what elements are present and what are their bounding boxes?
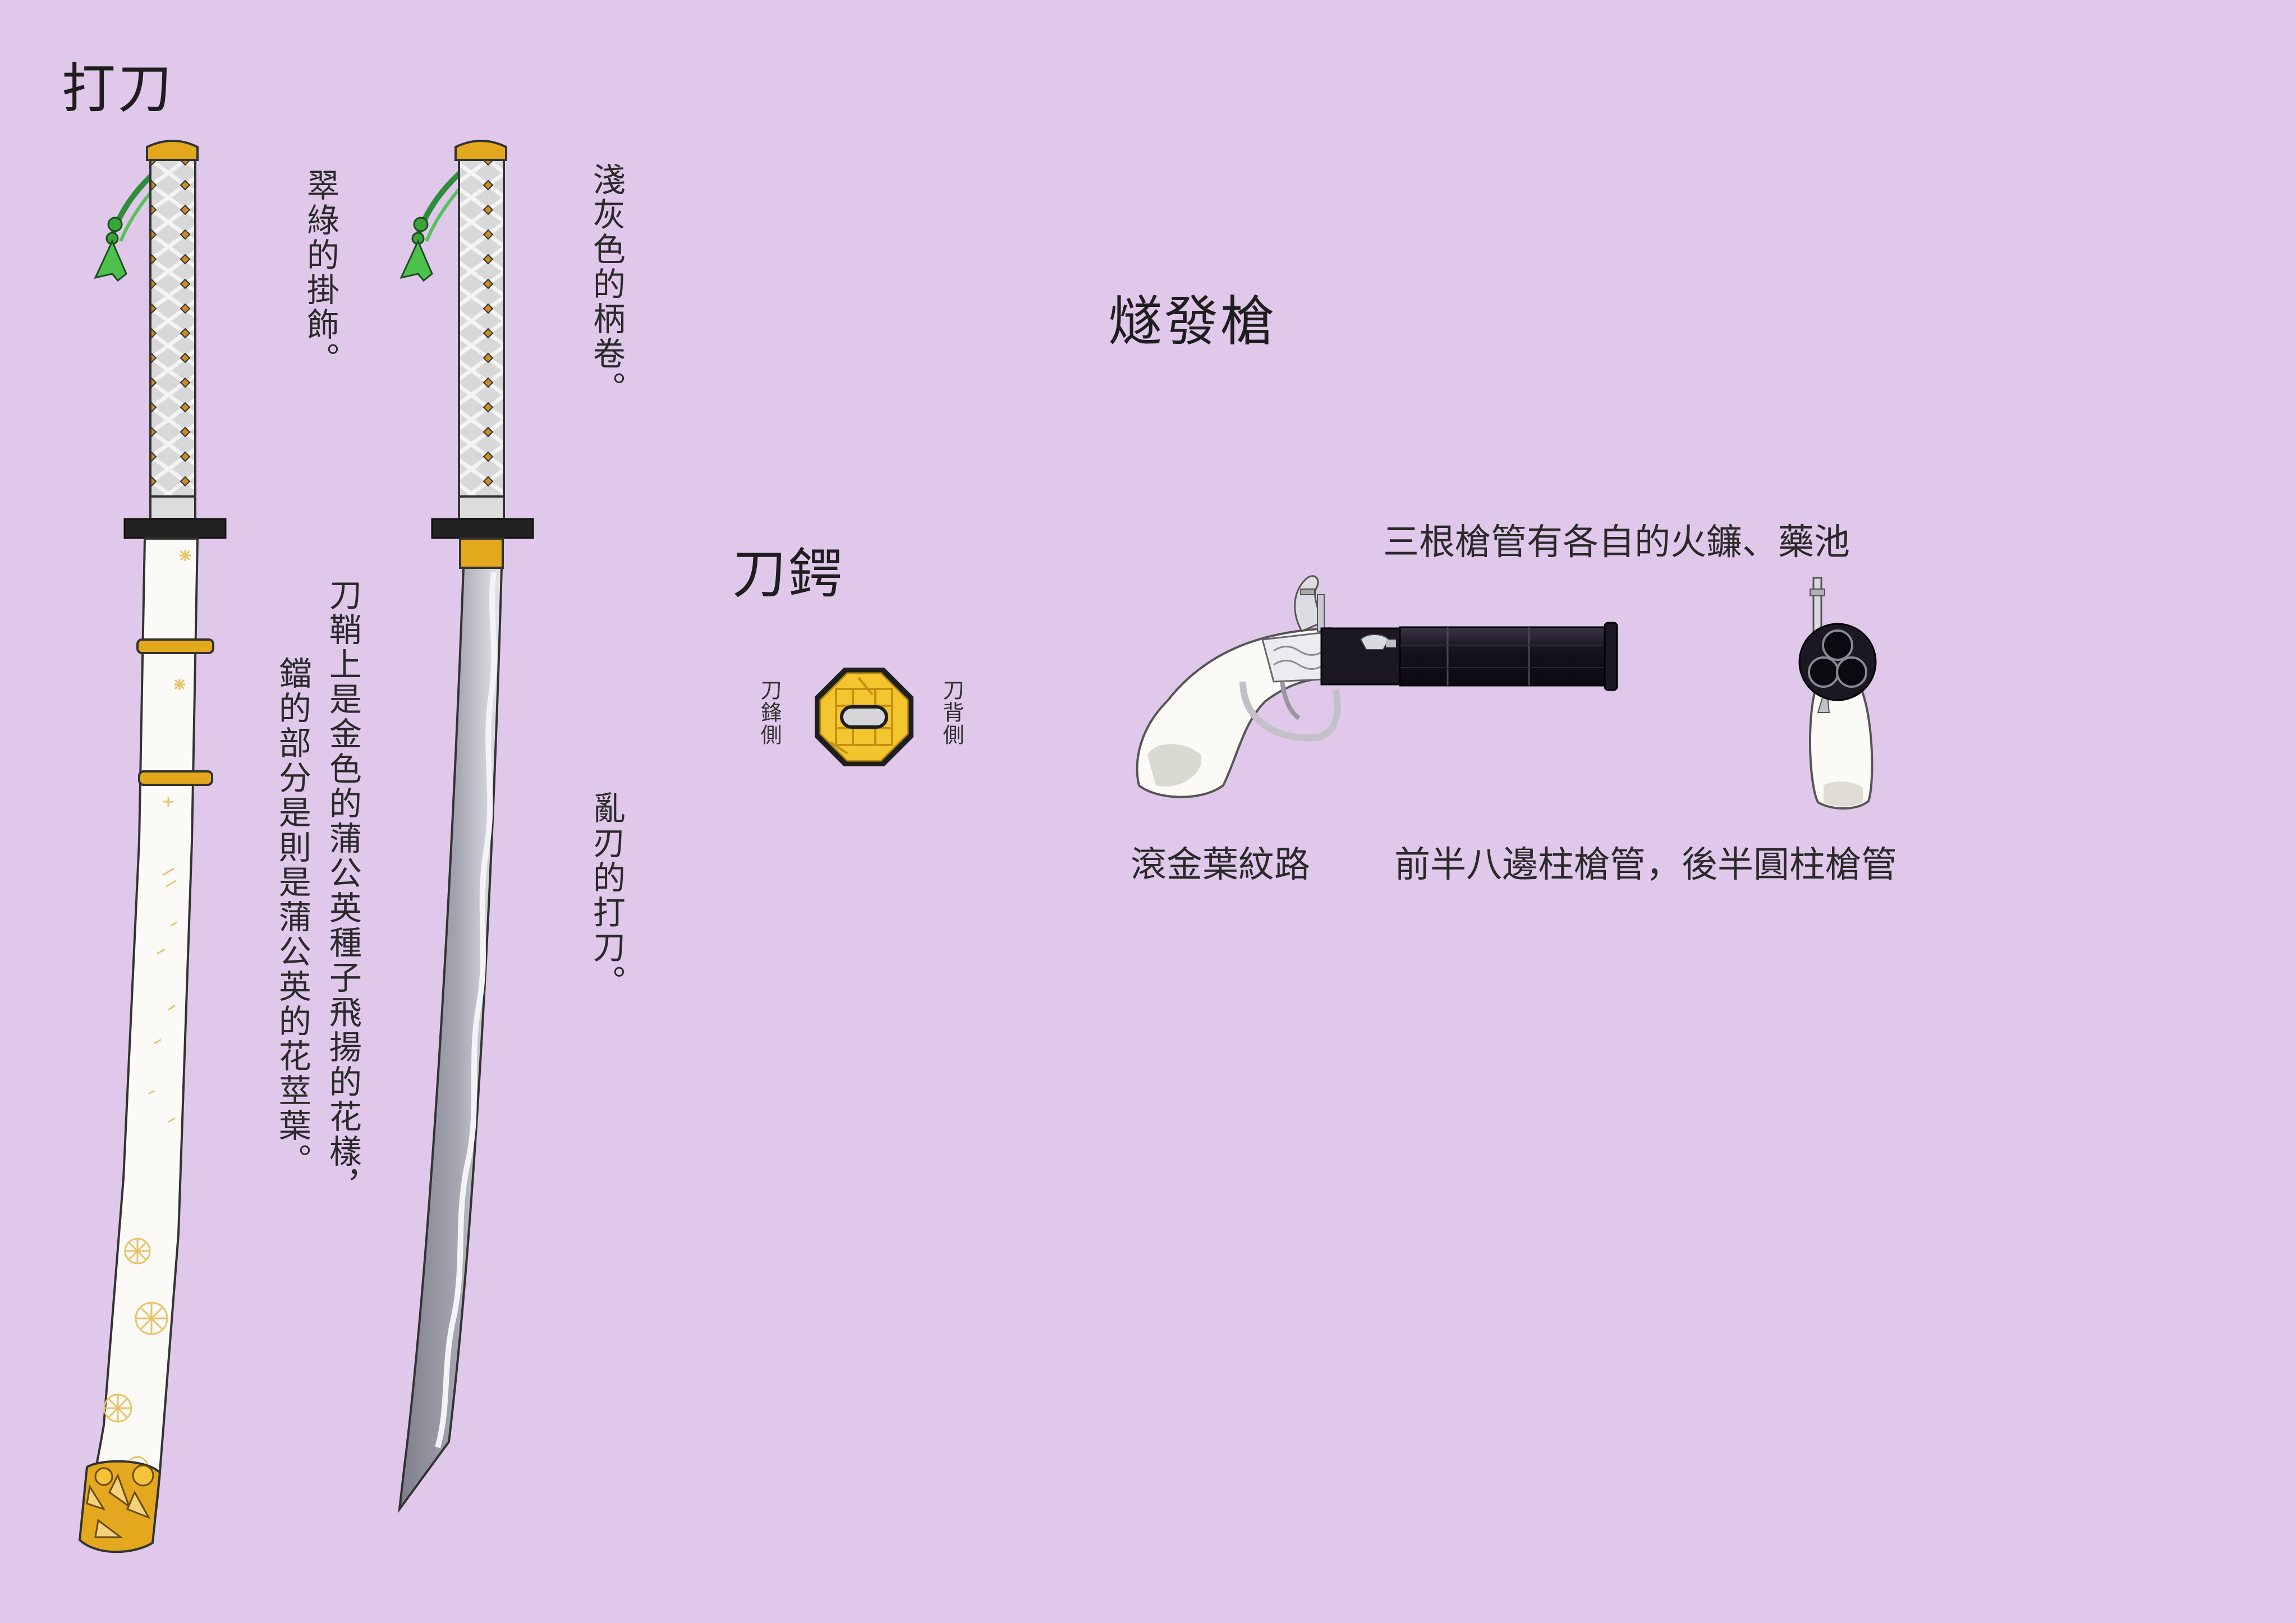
trigger-guard	[1239, 681, 1341, 742]
grip-wrap-note: 淺灰色的柄卷。	[587, 163, 626, 406]
hamon-line	[435, 572, 497, 1449]
katana-title: 打刀	[62, 57, 174, 120]
barrel-octagonal-section	[1399, 626, 1530, 687]
scabbard-ring-lower	[138, 770, 213, 786]
rear-grip	[1808, 689, 1873, 810]
tsuba-back-side-label: 刀背側	[939, 679, 964, 746]
barrel-bore-top	[1822, 629, 1853, 661]
gun-breech	[1320, 627, 1401, 686]
gun-grip-note: 滾金葉紋路	[1131, 844, 1310, 886]
scabbard-ring-upper	[136, 638, 214, 654]
flintlock-rear-view	[1798, 577, 1877, 810]
muzzle	[1604, 622, 1618, 691]
barrel-shape-note: 前半八邊柱槍管，後半圓柱槍管	[1394, 844, 1897, 886]
flintlock-side-view	[1136, 575, 1618, 798]
scabbard-note-line2: 鐺的部分是則是蒲公英的花莖葉。	[273, 656, 311, 1178]
trigger	[1280, 681, 1301, 720]
unsheathed-katana	[398, 140, 534, 1514]
katana-tsuba-side	[123, 518, 227, 539]
scabbard	[82, 537, 199, 1538]
katana-grip-2	[458, 145, 505, 517]
scabbard-note-line1: 刀鞘上是金色的蒲公英種子飛揚的花樣，	[323, 578, 362, 1204]
barrel-bore-right	[1836, 656, 1867, 688]
rear-hammer	[1812, 577, 1822, 632]
blade-note: 亂刃的打刀。	[587, 791, 626, 1000]
habaki	[459, 537, 504, 569]
flintlock-title: 燧發槍	[1108, 290, 1276, 353]
tsuba-title: 刀鍔	[732, 542, 844, 605]
tsuba-guard	[815, 668, 913, 766]
barrel-bore-left	[1808, 656, 1839, 688]
barrels-note: 三根槍管有各自的火鐮、藥池	[1383, 522, 1850, 563]
barrel-round-section	[1528, 626, 1611, 687]
kashira-cap	[146, 140, 199, 161]
kojiri-leaf-pattern	[86, 1464, 154, 1538]
katana-blade	[398, 567, 503, 1514]
tsuba-nakago-hole	[840, 705, 888, 729]
charm-note: 翠綠的掛飾。	[301, 168, 339, 377]
tsuba-edge-side-label: 刀鋒側	[757, 679, 782, 746]
katana-grip	[149, 145, 196, 517]
katana-tsuba-side-2	[431, 518, 534, 539]
sheathed-katana	[78, 140, 227, 1553]
